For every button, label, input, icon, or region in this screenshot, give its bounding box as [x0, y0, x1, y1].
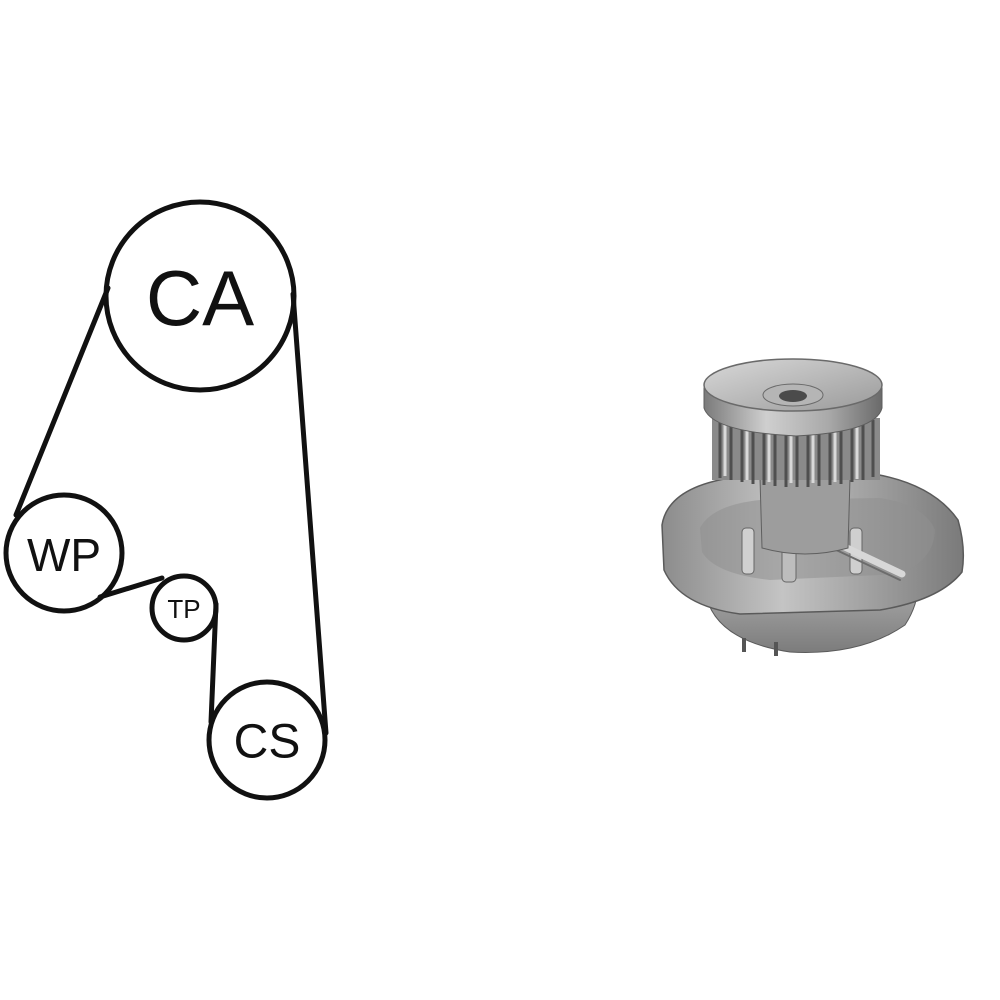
pulley-ca-ring: [103, 199, 297, 393]
pulley-cs-label: CS: [234, 716, 301, 769]
pulley-tp-label: TP: [167, 594, 200, 624]
pulley-tp: TP: [149, 573, 219, 643]
pump-rib-diagonal-shadow: [831, 547, 901, 581]
timing-belt: [13, 285, 329, 736]
pulley-wp-ring: [3, 492, 125, 614]
water-pump-icon: [661, 358, 965, 656]
belt-segment-wp-tp: [97, 575, 165, 600]
pulley-cs: CS: [206, 679, 328, 801]
pulley-wp-label: WP: [27, 529, 101, 581]
pulley-cs-ring: [206, 679, 328, 801]
pump-hub-column: [759, 477, 851, 555]
pulley-wp: WP: [3, 492, 125, 614]
belt-segment-ca-wp: [13, 285, 111, 518]
belt-segment-cs-ca: [290, 291, 329, 736]
pump-rib-left: [741, 527, 755, 575]
pulley-ca: CA: [103, 199, 297, 393]
pulley-tp-ring: [149, 573, 219, 643]
pump-pin-right: [774, 642, 778, 656]
belt-segment-tp-cs: [208, 601, 219, 725]
pump-pin-left: [742, 638, 746, 652]
pump-hub-bore: [779, 390, 807, 402]
pulley-ca-label: CA: [146, 254, 254, 342]
